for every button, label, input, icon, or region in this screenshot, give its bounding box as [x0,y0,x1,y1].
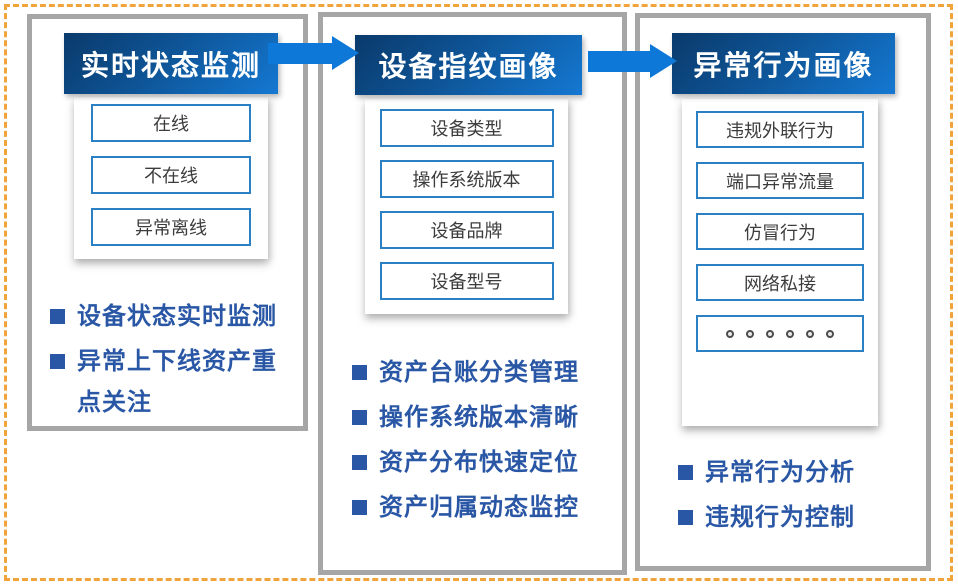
fingerprint-bullet-list: 资产台账分类管理 操作系统版本清晰 资产分布快速定位 资产归属动态监控 [352,352,617,532]
item-box-os-version: 操作系统版本 [379,160,554,198]
item-box-abnormal-offline: 异常离线 [91,208,251,246]
panel-device-fingerprint: 设备类型 操作系统版本 设备品牌 设备型号 资产台账分类管理 操作系统版本清晰 … [318,12,627,575]
item-box-illegal-outreach: 违规外联行为 [696,111,864,148]
flow-arrow-icon [588,44,677,79]
item-box-port-traffic: 端口异常流量 [696,162,864,199]
behavior-bullet-list: 异常行为分析 违规行为控制 [678,452,918,542]
bullet-text: 资产归属动态监控 [379,494,579,521]
item-box-device-brand: 设备品牌 [379,211,554,249]
ellipsis-dot-icon [746,329,754,338]
bullet-text: 资产分布快速定位 [379,449,579,476]
bullet-item: 异常行为分析 [678,452,918,493]
header-device-fingerprint: 设备指纹画像 [355,35,582,95]
arrow-shaft [588,51,651,72]
bullet-item: 操作系统版本清晰 [352,397,617,438]
ellipsis-dot-icon [726,329,734,338]
square-bullet-icon [50,354,65,369]
fingerprint-items-card: 设备类型 操作系统版本 设备品牌 设备型号 [365,99,568,314]
bullet-text: 设备状态实时监测 [77,303,277,330]
realtime-bullet-list: 设备状态实时监测 异常上下线资产重点关注 [50,296,298,427]
item-box-offline: 不在线 [91,156,251,194]
ellipsis-dot-icon [786,329,794,338]
item-box-spoofing: 仿冒行为 [696,213,864,250]
behavior-items-card: 违规外联行为 端口异常流量 仿冒行为 网络私接 [682,99,878,426]
bullet-item: 违规行为控制 [678,497,918,538]
square-bullet-icon [678,465,693,480]
bullet-item: 设备状态实时监测 [50,296,298,337]
item-box-online: 在线 [91,104,251,142]
arrow-shaft [268,43,333,64]
panel-abnormal-behavior: 违规外联行为 端口异常流量 仿冒行为 网络私接 异常行为分析 违规行为控制 [635,13,931,571]
bullet-text: 异常上下线资产重点关注 [77,348,277,416]
ellipsis-dot-icon [826,329,834,338]
flow-arrow-icon [268,36,359,71]
bullet-text: 操作系统版本清晰 [379,404,579,431]
bullet-item: 资产台账分类管理 [352,352,617,393]
square-bullet-icon [352,455,367,470]
square-bullet-icon [50,309,65,324]
arrow-head [332,36,359,70]
bullet-item: 资产归属动态监控 [352,487,617,528]
item-box-device-type: 设备类型 [379,109,554,147]
square-bullet-icon [678,510,693,525]
bullet-text: 违规行为控制 [705,504,855,531]
bullet-text: 异常行为分析 [705,459,855,486]
item-box-device-model: 设备型号 [379,262,554,300]
item-box-private-network: 网络私接 [696,264,864,301]
more-items-ellipsis-box [696,315,864,352]
realtime-items-card: 在线 不在线 异常离线 [74,97,268,259]
bullet-text: 资产台账分类管理 [379,359,579,386]
bullet-item: 异常上下线资产重点关注 [50,341,298,423]
square-bullet-icon [352,410,367,425]
arrow-head [650,44,677,78]
bullet-item: 资产分布快速定位 [352,442,617,483]
header-abnormal-behavior: 异常行为画像 [672,33,895,94]
square-bullet-icon [352,365,367,380]
ellipsis-dot-icon [806,329,814,338]
header-realtime-status: 实时状态监测 [64,33,278,94]
square-bullet-icon [352,500,367,515]
ellipsis-dot-icon [766,329,774,338]
